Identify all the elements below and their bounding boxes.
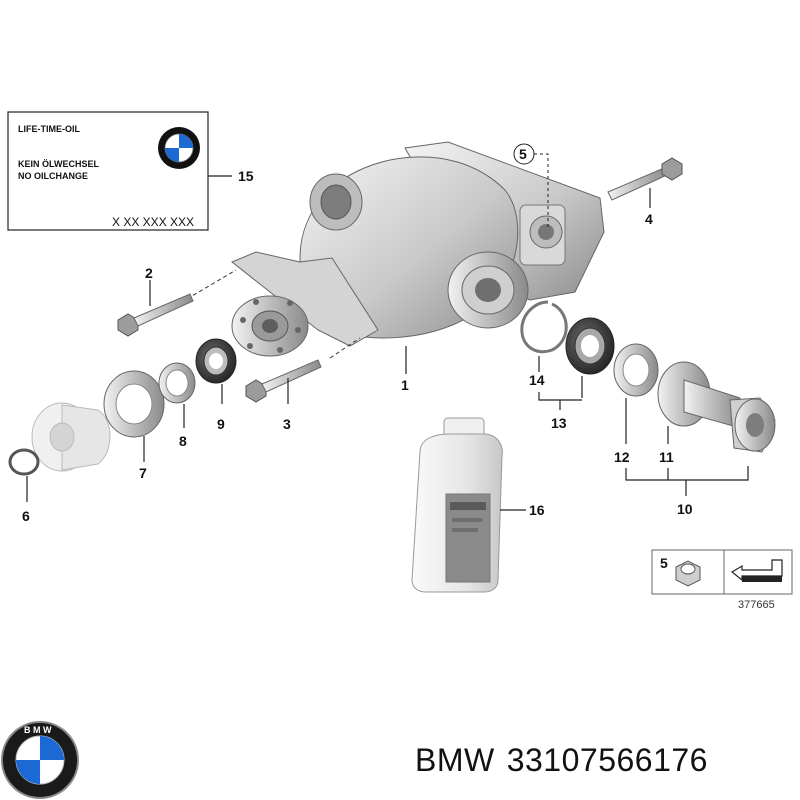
nut-box-number: 5 bbox=[660, 555, 668, 571]
diagram-reference-number: 377665 bbox=[738, 599, 775, 611]
differential-housing bbox=[231, 141, 605, 374]
washer-part-12 bbox=[613, 343, 659, 444]
shaft-seal-part-9 bbox=[195, 338, 237, 404]
product-title: BMW 33107566176 bbox=[415, 742, 720, 779]
tightening-instruction-icon bbox=[730, 559, 783, 582]
callout-13: 13 bbox=[551, 415, 567, 431]
oil-label-line1: LIFE-TIME-OIL bbox=[18, 124, 80, 134]
brand-name: BMW bbox=[415, 742, 495, 778]
bolt-part-4 bbox=[607, 157, 683, 208]
oil-label-code: X XX XXX XXX bbox=[112, 215, 194, 229]
part-number: 33107566176 bbox=[506, 742, 708, 778]
shim-part-7 bbox=[103, 370, 165, 462]
bolt-part-2 bbox=[117, 280, 194, 337]
callout-6: 6 bbox=[22, 508, 30, 524]
bmw-roundel-icon bbox=[158, 127, 200, 169]
callout-15: 15 bbox=[238, 168, 254, 184]
oil-bottle-part-16 bbox=[411, 417, 526, 593]
oil-label-line2: KEIN ÖLWECHSEL bbox=[18, 159, 100, 169]
oil-seal-part bbox=[565, 317, 615, 398]
bolt-part-3 bbox=[245, 359, 322, 404]
callout-5-marker bbox=[513, 143, 549, 228]
callout-8: 8 bbox=[179, 433, 187, 449]
washer-part-8 bbox=[158, 362, 196, 428]
retaining-ring-part-14 bbox=[520, 300, 568, 372]
callout-11: 11 bbox=[659, 449, 674, 465]
callout-1: 1 bbox=[401, 377, 409, 393]
callout-3: 3 bbox=[283, 416, 291, 432]
snap-ring-part-6 bbox=[8, 448, 40, 502]
callout-7: 7 bbox=[139, 465, 147, 481]
callout-16: 16 bbox=[529, 502, 545, 518]
nut-instruction-box: 5 bbox=[651, 549, 793, 595]
bmw-logo-icon: B M W bbox=[1, 721, 79, 799]
oil-label-sticker: LIFE-TIME-OIL KEIN ÖLWECHSEL NO OILCHANG… bbox=[7, 111, 232, 231]
callout-4: 4 bbox=[645, 211, 653, 227]
output-flange-part-11 bbox=[657, 361, 776, 453]
callout-9: 9 bbox=[217, 416, 225, 432]
callout-10: 10 bbox=[677, 501, 693, 517]
drive-flange-ghost bbox=[31, 402, 111, 472]
logo-lettering: B M W bbox=[24, 725, 52, 735]
callout-12: 12 bbox=[614, 449, 630, 465]
callout-5: 5 bbox=[519, 146, 527, 162]
oil-label-line3: NO OILCHANGE bbox=[18, 171, 88, 181]
callout-2: 2 bbox=[145, 265, 153, 281]
callout-14: 14 bbox=[529, 372, 545, 388]
hex-nut-icon bbox=[675, 560, 701, 587]
